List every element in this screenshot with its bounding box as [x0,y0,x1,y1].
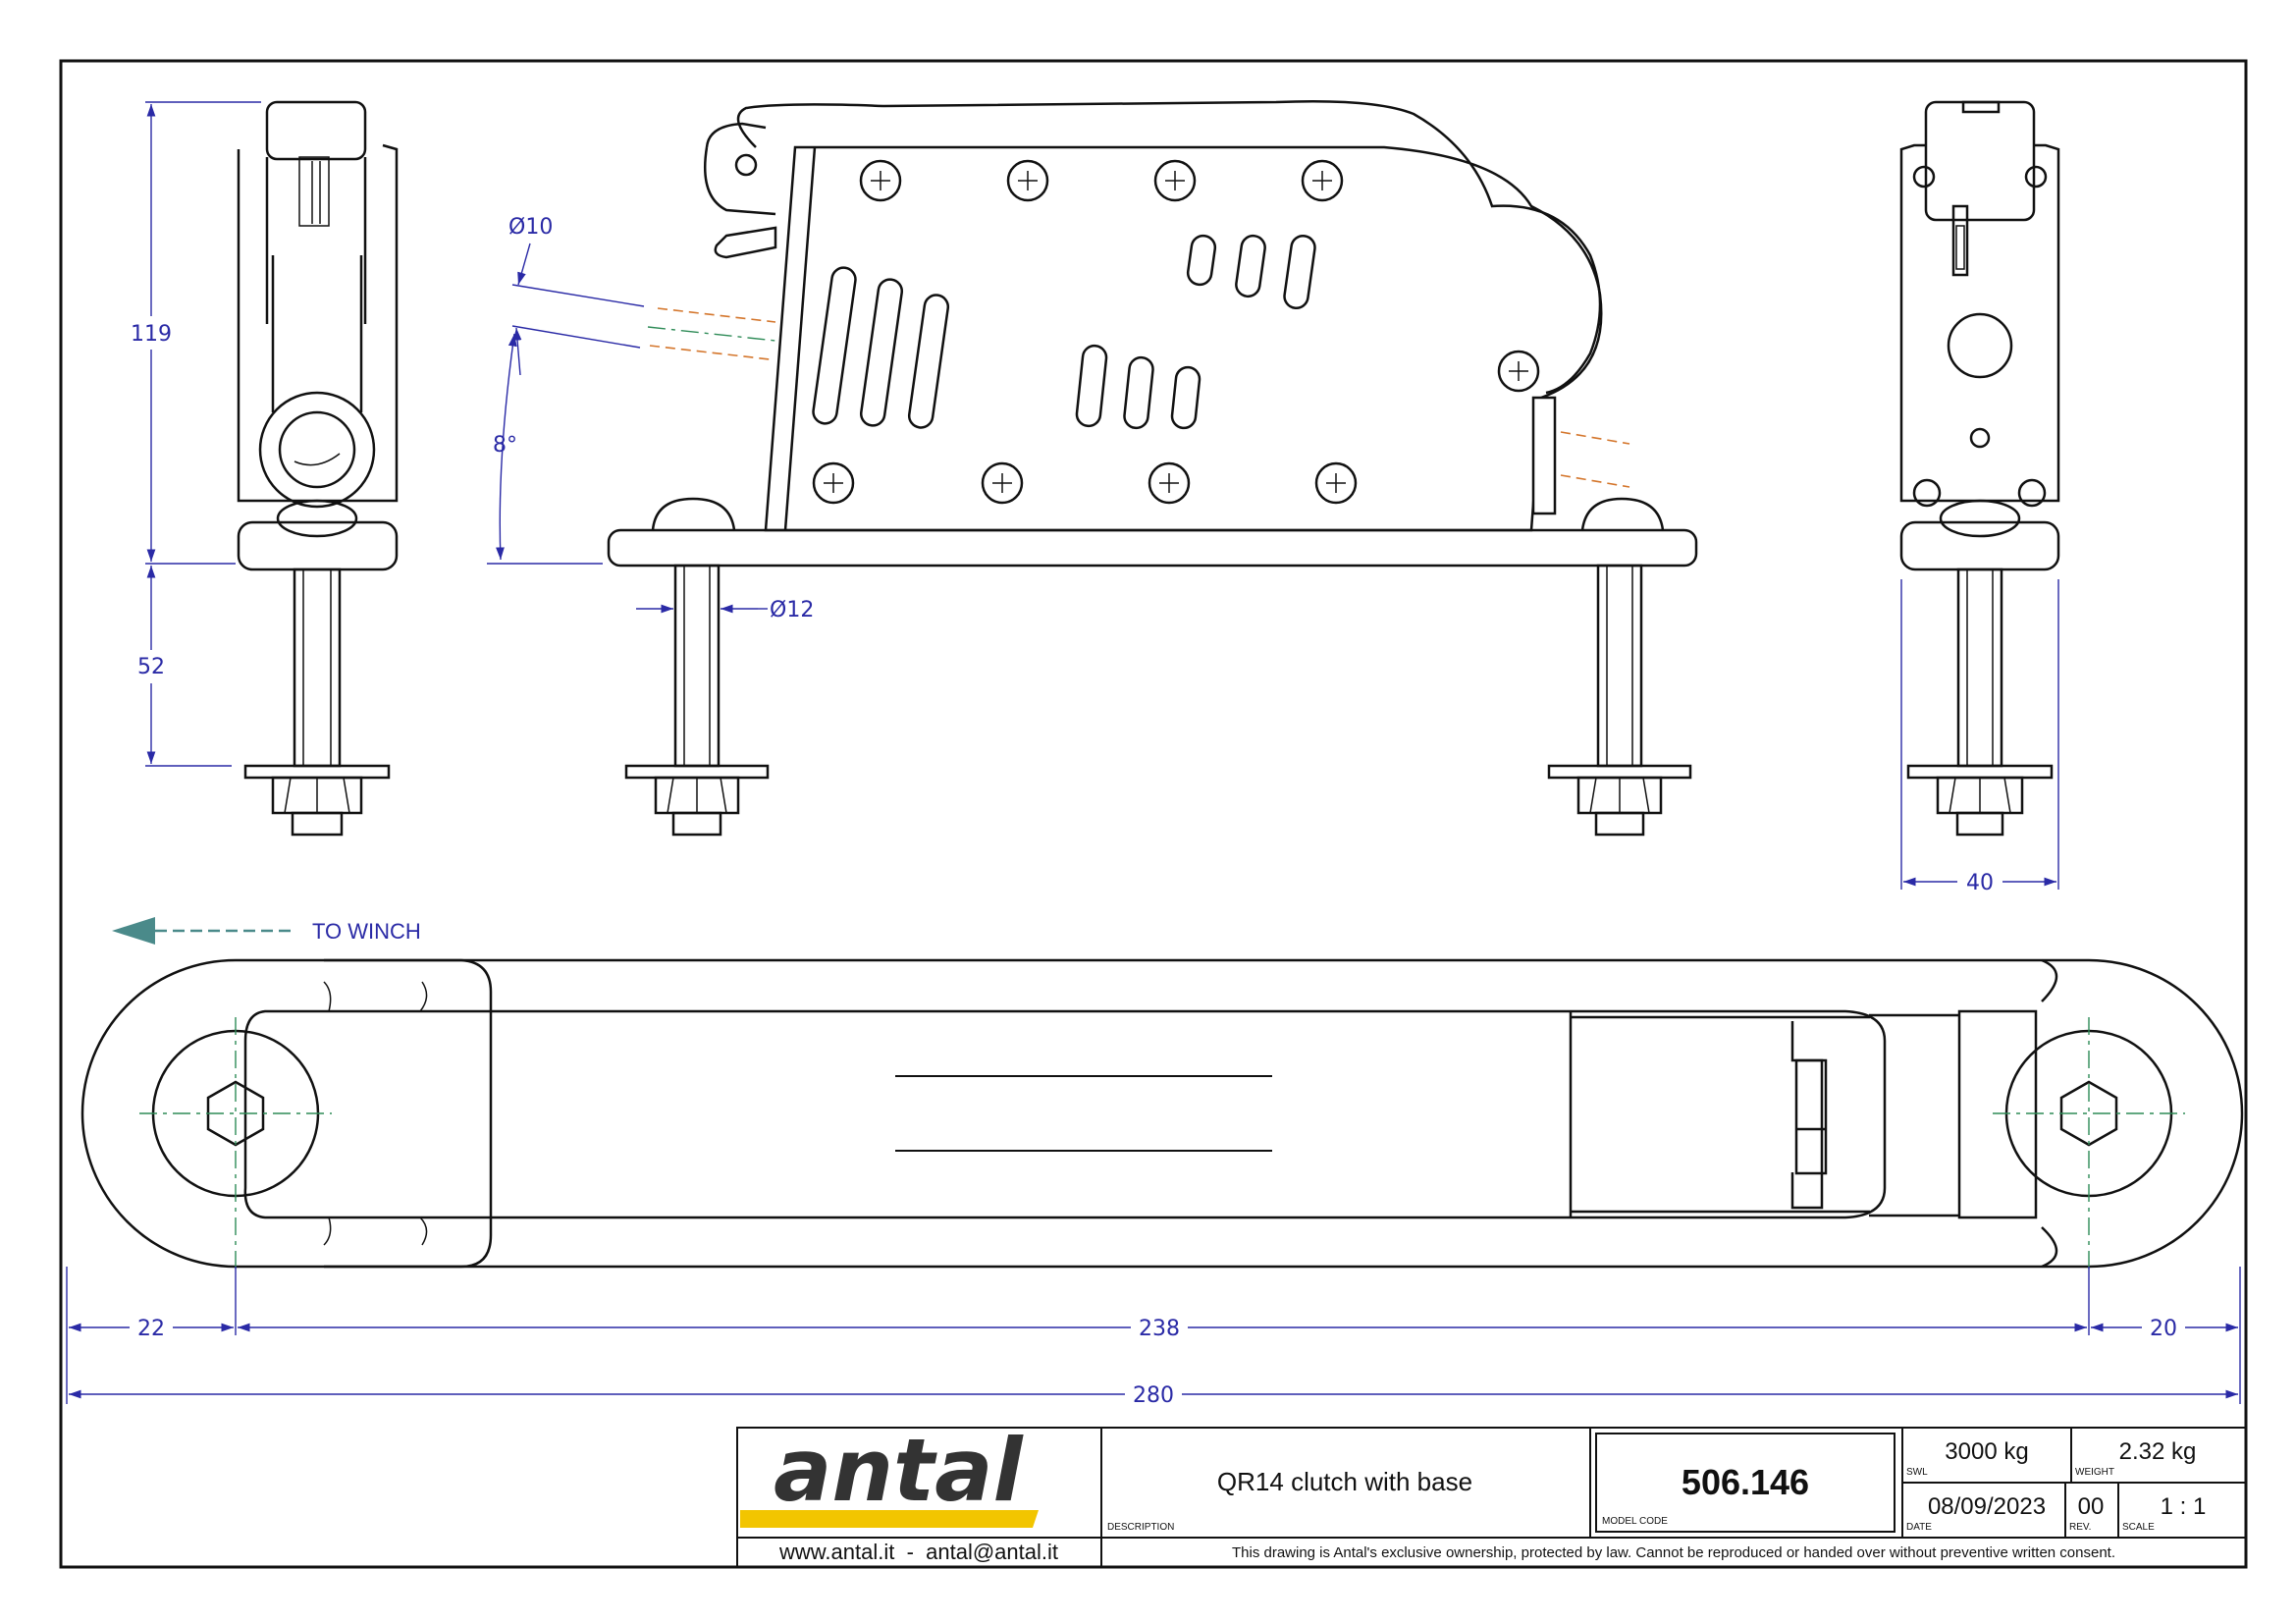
description: QR14 clutch with base [1217,1467,1472,1496]
swl-label: SWL [1906,1467,1928,1478]
weight-label: WEIGHT [2075,1467,2114,1478]
model-code-label: MODEL CODE [1602,1516,1668,1527]
left-side-view [237,100,399,837]
contacts: www.antal.it - antal@antal.it [778,1540,1058,1564]
weight-value: 2.32 kg [2119,1438,2197,1465]
rev-value: 00 [2078,1493,2105,1520]
scale-value: 1 : 1 [2161,1493,2207,1520]
width-dimension-40 [1900,579,2059,890]
date-label: DATE [1906,1522,1932,1533]
dim-22: 22 [137,1317,165,1341]
dim-20: 20 [2150,1317,2177,1341]
model-code: 506.146 [1682,1462,1809,1502]
dim-280: 280 [1133,1383,1174,1408]
dim-119: 119 [131,322,172,347]
front-view-screws [812,159,1540,505]
front-view-clutch [607,99,1698,837]
to-winch-arrow [112,917,293,945]
description-label: DESCRIPTION [1107,1522,1174,1533]
dim-52: 52 [137,655,165,679]
top-view-centerlines [139,1017,2185,1274]
disclaimer: This drawing is Antal's exclusive owners… [1232,1544,2115,1561]
scale-label: SCALE [2122,1522,2155,1533]
length-dimensions [66,1267,2241,1408]
rope-hidden-lines [647,307,1630,488]
height-dimensions [124,101,261,767]
antal-logo: antal [774,1420,1024,1521]
rev-label: REV. [2069,1522,2091,1533]
right-side-view [1899,100,2060,837]
dim-dia-12: Ø12 [770,598,814,622]
dim-angle-8: 8° [493,433,517,458]
title-block [736,1427,2247,1568]
front-dimensions [487,243,768,614]
top-view-base [80,958,2244,1269]
dim-40: 40 [1966,871,1994,895]
to-winch-label: TO WINCH [312,919,421,944]
date-value: 08/09/2023 [1928,1493,2046,1520]
front-view-slots [812,234,1316,430]
dim-dia-10: Ø10 [508,215,553,240]
swl-value: 3000 kg [1945,1438,2028,1465]
dim-238: 238 [1139,1317,1180,1341]
